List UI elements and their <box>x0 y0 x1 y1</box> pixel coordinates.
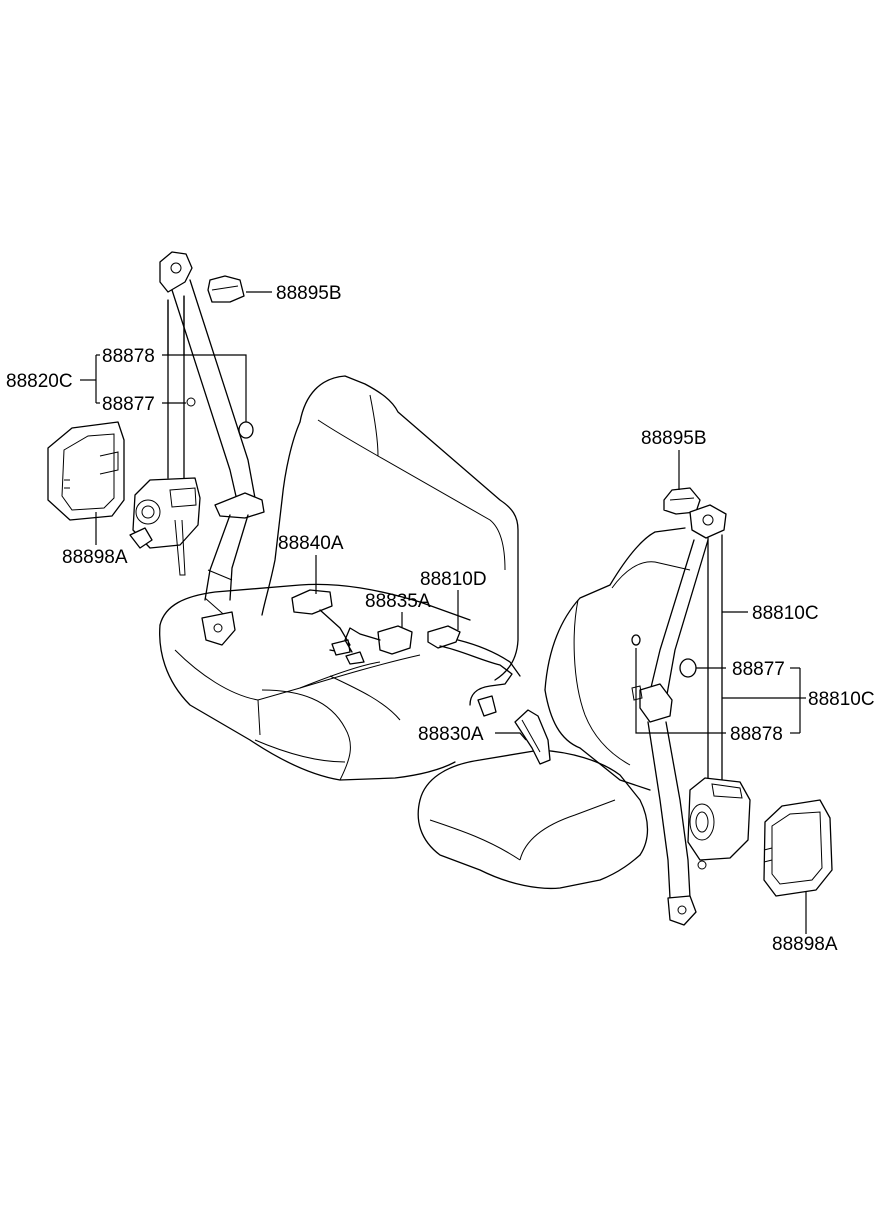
rear-lower-anchor <box>201 611 236 646</box>
label-88810C-right: 88810C <box>808 689 875 710</box>
label-88840A: 88840A <box>278 533 344 554</box>
anchor-cover-cap-right <box>663 487 701 515</box>
part-labels: 88895B 88878 88820C 88877 88898A 88840A … <box>6 283 875 955</box>
label-88877-left: 88877 <box>102 394 155 415</box>
small-cover-88878-left <box>238 421 254 439</box>
front-upper-anchor <box>689 504 727 539</box>
small-nut-88878-right <box>631 634 641 646</box>
rear-trim-cover-right <box>763 799 833 897</box>
front-buckle-88830A <box>514 709 551 765</box>
label-88820C: 88820C <box>6 371 73 392</box>
label-88895B-left: 88895B <box>276 283 342 304</box>
label-88810D: 88810D <box>420 569 487 590</box>
rear-bench-seat <box>159 375 519 781</box>
label-88877-right: 88877 <box>732 659 785 680</box>
rear-belt-assembly-88820C <box>129 251 265 646</box>
label-88835A: 88835A <box>365 591 431 612</box>
leader-lines <box>80 291 807 934</box>
label-88898A-right: 88898A <box>772 934 838 955</box>
center-buckle-88835A <box>344 625 413 665</box>
rear-trim-cover-left <box>47 421 125 521</box>
small-cover-88877-right <box>679 658 697 678</box>
anchor-cover-cap-left <box>207 275 245 303</box>
label-88878-right: 88878 <box>730 724 783 745</box>
label-88898A-left: 88898A <box>62 547 128 568</box>
label-88810C-top: 88810C <box>752 603 819 624</box>
center-lap-belt-88810D <box>427 625 521 717</box>
front-belt-assembly-88810C <box>631 487 751 926</box>
label-88895B-right: 88895B <box>641 428 707 449</box>
label-88878-left: 88878 <box>102 346 155 367</box>
rear-upper-anchor <box>159 251 193 293</box>
front-lower-anchor <box>667 895 697 926</box>
label-88830A: 88830A <box>418 724 484 745</box>
front-belt-guide <box>639 683 673 723</box>
front-seat <box>417 527 691 890</box>
center-buckle-88840A <box>291 589 351 656</box>
rear-belt-guide <box>214 492 265 519</box>
